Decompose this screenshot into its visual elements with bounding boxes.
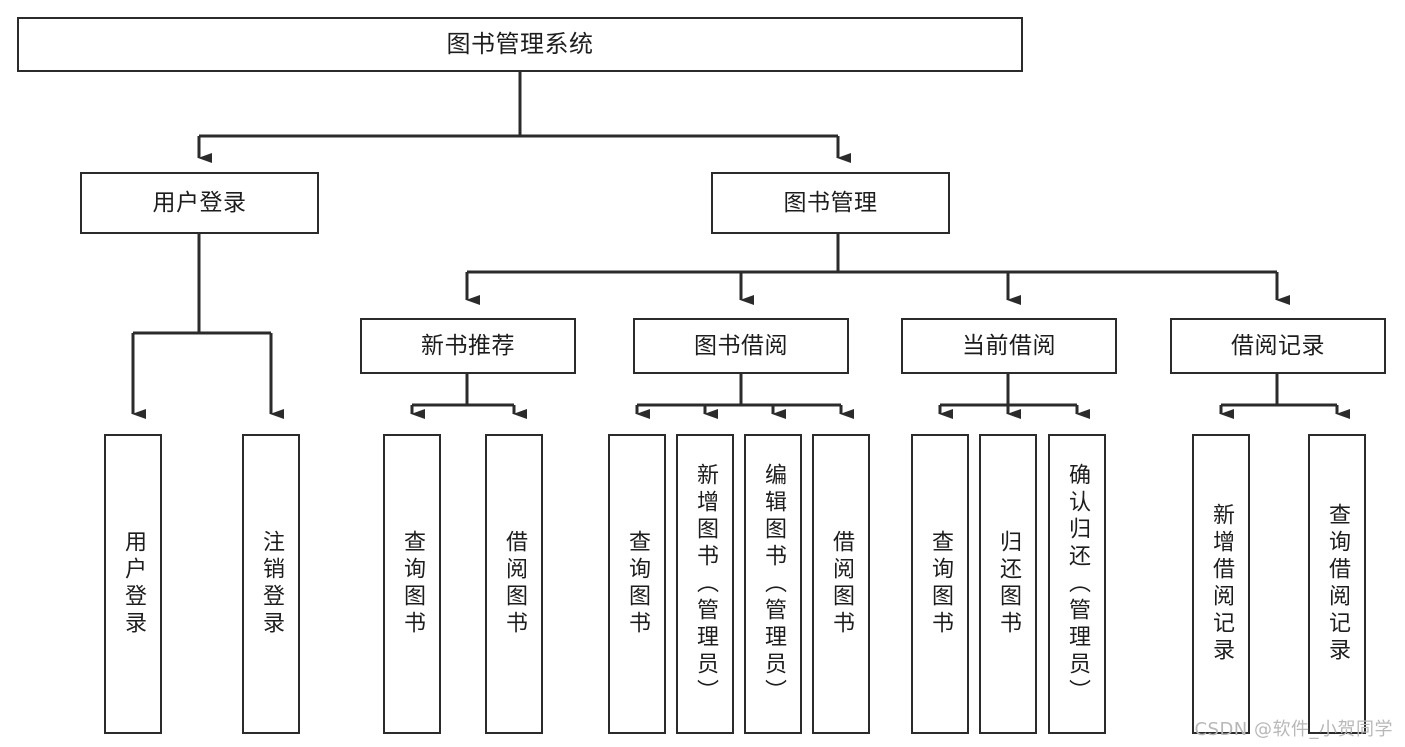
node-borrow-record[interactable]: 借阅记录: [1170, 318, 1386, 374]
node-book-borrow[interactable]: 图书借阅: [633, 318, 849, 374]
node-label: 借阅记录: [1231, 332, 1325, 359]
node-label: 新增图书（管理员）: [693, 462, 718, 706]
node-label: 查询图书: [928, 530, 953, 638]
node-label: 用户登录: [152, 189, 247, 216]
leaf-current-confirm-return-admin[interactable]: 确认归还（管理员）: [1048, 434, 1106, 734]
node-label: 用户登录: [121, 530, 146, 638]
leaf-record-add-record[interactable]: 新增借阅记录: [1192, 434, 1250, 734]
node-label: 查询借阅记录: [1325, 503, 1350, 665]
node-label: 借阅图书: [502, 530, 527, 638]
node-user-login[interactable]: 用户登录: [80, 172, 319, 234]
node-label: 确认归还（管理员）: [1065, 462, 1090, 706]
leaf-current-query-book[interactable]: 查询图书: [911, 434, 969, 734]
node-label: 编辑图书（管理员）: [761, 462, 786, 706]
node-book-management[interactable]: 图书管理: [711, 172, 950, 234]
leaf-recommend-borrow-book[interactable]: 借阅图书: [485, 434, 543, 734]
leaf-recommend-query-book[interactable]: 查询图书: [383, 434, 441, 734]
leaf-borrow-edit-book-admin[interactable]: 编辑图书（管理员）: [744, 434, 802, 734]
leaf-current-return-book[interactable]: 归还图书: [979, 434, 1037, 734]
node-label: 新书推荐: [421, 332, 515, 359]
node-label: 图书管理系统: [446, 29, 594, 58]
node-label: 查询图书: [625, 530, 650, 638]
node-book-management-system[interactable]: 图书管理系统: [17, 17, 1023, 72]
node-label: 新增借阅记录: [1209, 503, 1234, 665]
leaf-borrow-borrow-book[interactable]: 借阅图书: [812, 434, 870, 734]
node-label: 图书借阅: [694, 332, 788, 359]
node-label: 归还图书: [996, 530, 1021, 638]
csdn-watermark: CSDN @软件_小贺同学: [1194, 719, 1393, 740]
leaf-borrow-query-book[interactable]: 查询图书: [608, 434, 666, 734]
node-label: 图书管理: [783, 189, 878, 216]
node-new-book-recommend[interactable]: 新书推荐: [360, 318, 576, 374]
leaf-borrow-add-book-admin[interactable]: 新增图书（管理员）: [676, 434, 734, 734]
leaf-user-login-login[interactable]: 用户登录: [104, 434, 162, 734]
node-current-borrow[interactable]: 当前借阅: [901, 318, 1117, 374]
node-label: 借阅图书: [829, 530, 854, 638]
leaf-record-query-record[interactable]: 查询借阅记录: [1308, 434, 1366, 734]
node-label: 当前借阅: [962, 332, 1056, 359]
leaf-user-login-logout[interactable]: 注销登录: [242, 434, 300, 734]
node-label: 查询图书: [400, 530, 425, 638]
node-label: 注销登录: [259, 530, 284, 638]
